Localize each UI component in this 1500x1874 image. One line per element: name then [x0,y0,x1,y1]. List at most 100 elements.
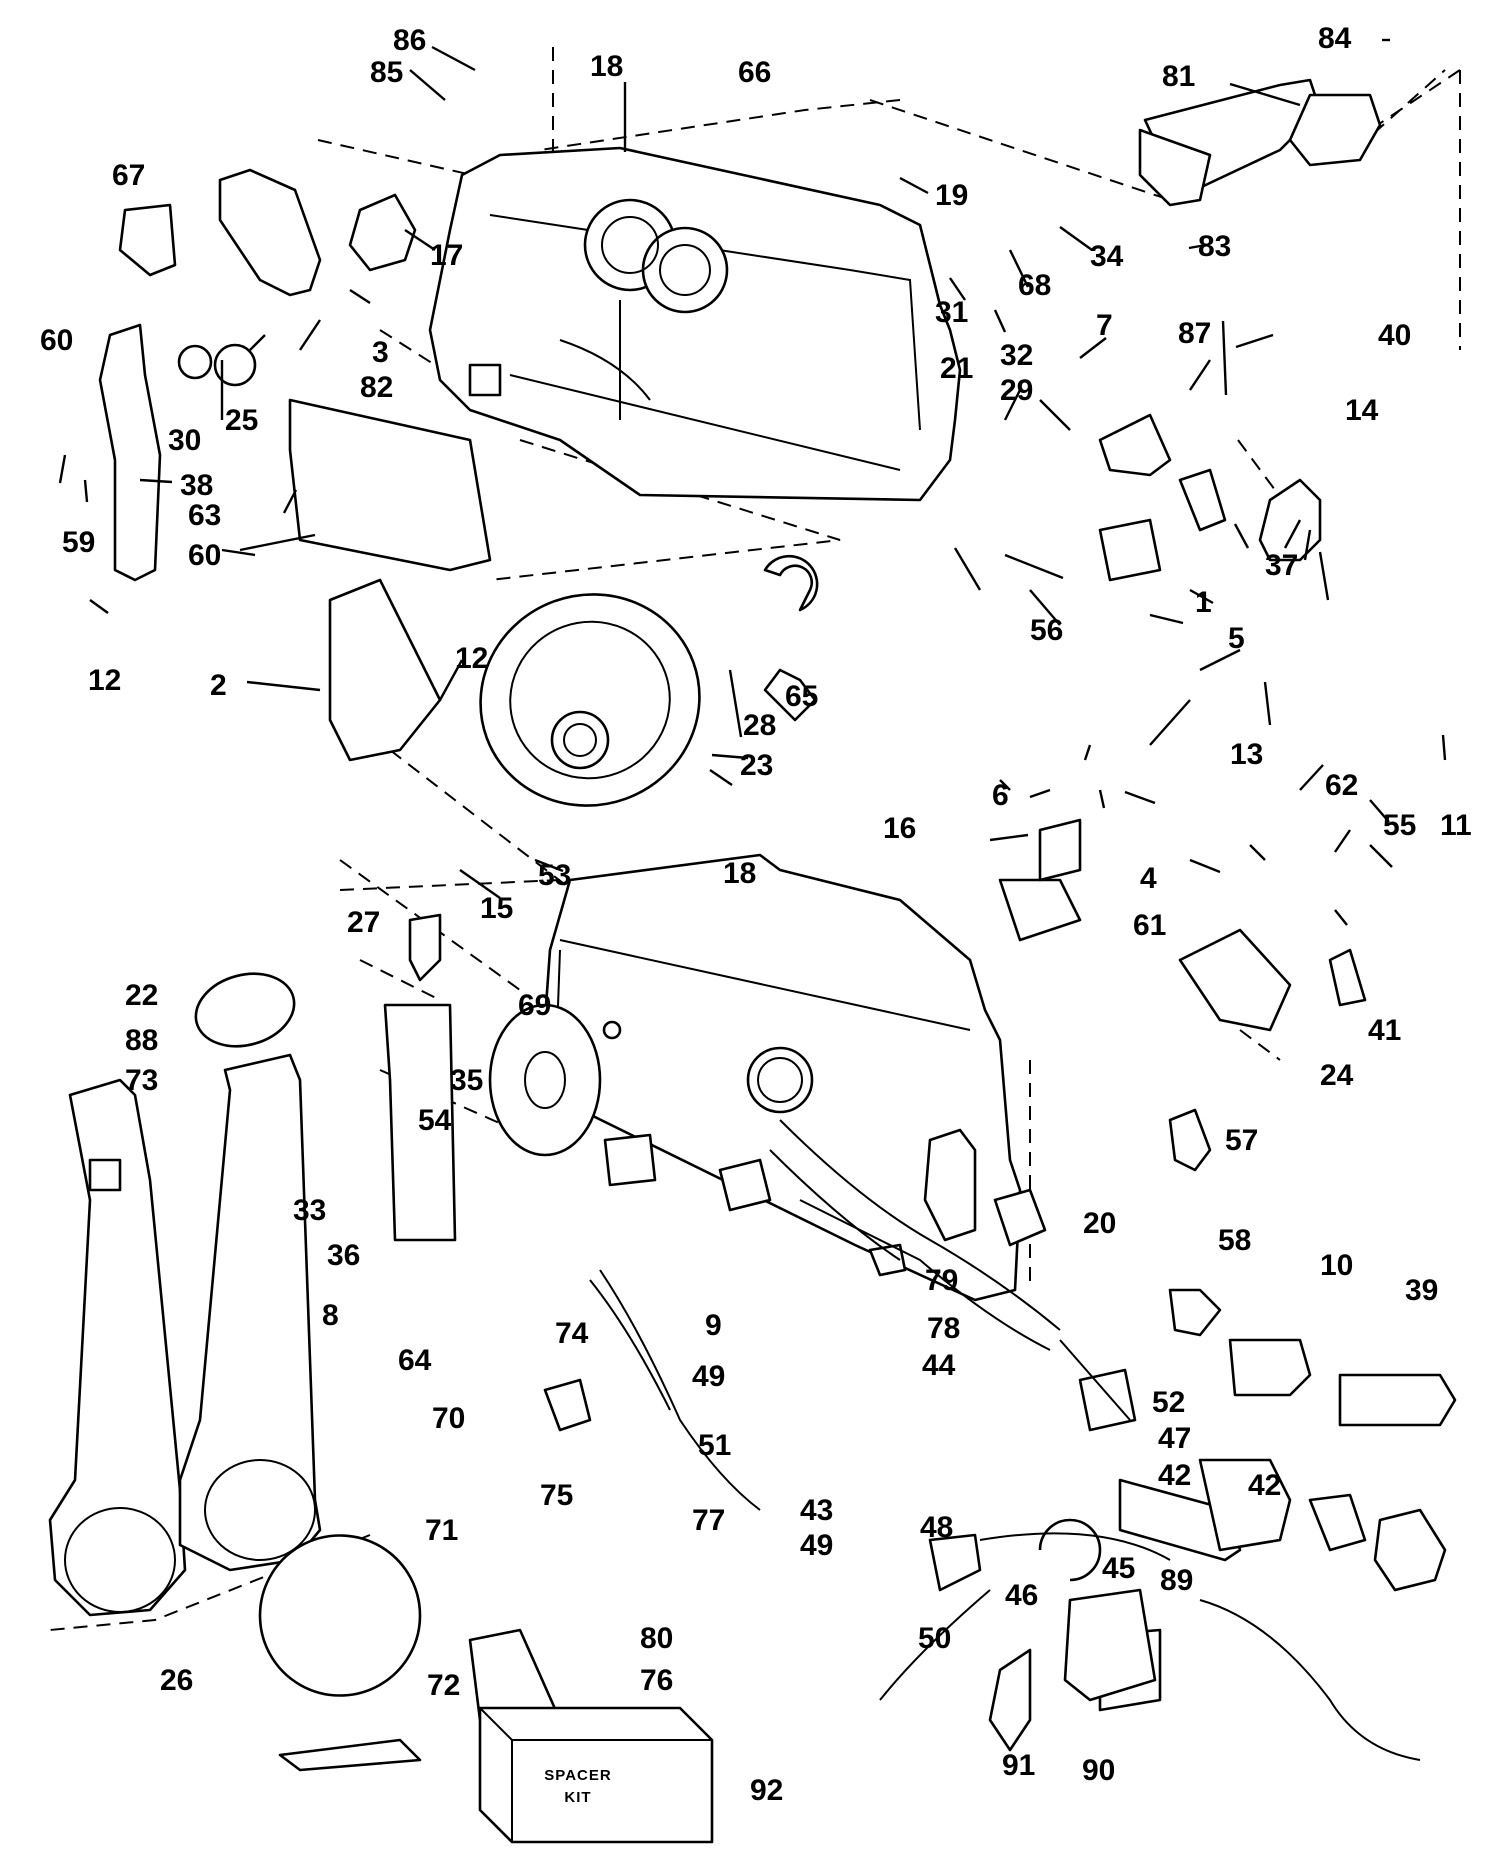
callout-36: 36 [327,1239,360,1272]
callout-34: 34 [1090,240,1124,273]
callout-20: 20 [1083,1207,1116,1240]
callout-47: 47 [1158,1422,1191,1455]
callout-38: 38 [180,469,213,502]
callout-73: 73 [125,1064,158,1097]
callout-49: 49 [692,1360,725,1393]
callout-24: 24 [1320,1059,1354,1092]
callout-11: 11 [1440,809,1472,842]
callout-29: 29 [1000,374,1033,407]
callout-35: 35 [450,1064,483,1097]
callout-45: 45 [1102,1552,1135,1585]
callout-82: 82 [360,371,393,404]
callout-58: 58 [1218,1224,1251,1257]
callout-65: 65 [785,680,818,713]
callout-33: 33 [293,1194,326,1227]
callout-75: 75 [540,1479,573,1512]
large-gear-plate [479,593,701,807]
callout-48: 48 [920,1511,953,1544]
bottom-housing [538,853,1022,1302]
callout-10: 10 [1320,1249,1353,1282]
callout-43: 43 [800,1494,833,1527]
callout-16: 16 [883,812,916,845]
callout-71: 71 [425,1514,458,1547]
callout-49: 49 [800,1529,833,1562]
callout-57: 57 [1225,1124,1258,1157]
callout-66: 66 [738,56,771,89]
callout-7: 7 [1096,309,1113,342]
callout-74: 74 [555,1317,589,1350]
callout-59: 59 [62,526,95,559]
callout-17: 17 [430,239,463,272]
callout-21: 21 [940,352,973,385]
callout-27: 27 [347,906,380,939]
callout-92: 92 [750,1774,783,1807]
callout-8: 8 [322,1299,339,1332]
callout-68: 68 [1018,269,1051,302]
callout-6: 6 [992,779,1009,812]
callout-31: 31 [935,296,968,329]
callout-83: 83 [1198,230,1231,263]
callout-44: 44 [922,1349,956,1382]
top-housing [428,146,962,502]
callout-39: 39 [1405,1274,1438,1307]
callout-1: 1 [1195,586,1212,619]
callout-19: 19 [935,179,968,212]
callout-13: 13 [1230,738,1263,771]
callout-60: 60 [40,324,73,357]
callout-90: 90 [1082,1754,1115,1787]
callout-67: 67 [112,159,145,192]
spacer-kit-box: SPACER KIT [478,1706,714,1844]
callout-18: 18 [723,857,756,890]
callout-78: 78 [927,1312,960,1345]
callout-80: 80 [640,1622,673,1655]
callout-60: 60 [188,539,221,572]
callout-85: 85 [370,56,403,89]
spacer-kit-label-line1: SPACER [544,1767,611,1784]
spacer-kit-label-line2: KIT [564,1789,591,1806]
callout-2: 2 [210,669,227,702]
callout-50: 50 [918,1622,951,1655]
callout-64: 64 [398,1344,432,1377]
callout-61: 61 [1133,909,1166,942]
callout-28: 28 [743,709,776,742]
callout-32: 32 [1000,339,1033,372]
callout-52: 52 [1152,1386,1185,1419]
callout-12: 12 [88,664,121,697]
callout-63: 63 [188,499,221,532]
callout-15: 15 [480,892,513,925]
callout-53: 53 [538,859,571,892]
callout-91: 91 [1002,1749,1035,1782]
callout-86: 86 [393,24,426,57]
levers [48,78,1382,1617]
callout-40: 40 [1378,319,1411,352]
cables [589,1119,1421,1761]
leader-lines [58,38,1447,926]
callout-9: 9 [705,1309,722,1342]
callout-72: 72 [427,1669,460,1702]
callout-4: 4 [1140,862,1157,895]
callout-42: 42 [1158,1459,1191,1492]
callout-12: 12 [455,642,488,675]
callout-3: 3 [372,336,389,369]
callout-42: 42 [1248,1469,1281,1502]
callout-54: 54 [418,1104,452,1137]
small-parts [98,168,1457,1772]
callout-18: 18 [590,50,623,83]
callout-5: 5 [1228,622,1245,655]
callout-81: 81 [1162,60,1195,93]
callouts: 86 85 18 66 84 81 67 19 83 17 3 34 68 31… [40,22,1472,1807]
callout-41: 41 [1368,1014,1401,1047]
callout-87: 87 [1178,317,1211,350]
callout-37: 37 [1265,549,1298,582]
callout-77: 77 [692,1504,725,1537]
callout-76: 76 [640,1664,673,1697]
callout-88: 88 [125,1024,158,1057]
callout-84: 84 [1318,22,1352,55]
callout-46: 46 [1005,1579,1038,1612]
callout-14: 14 [1345,394,1379,427]
callout-23: 23 [740,749,773,782]
callout-69: 69 [518,989,551,1022]
callout-62: 62 [1325,769,1358,802]
callout-26: 26 [160,1664,193,1697]
